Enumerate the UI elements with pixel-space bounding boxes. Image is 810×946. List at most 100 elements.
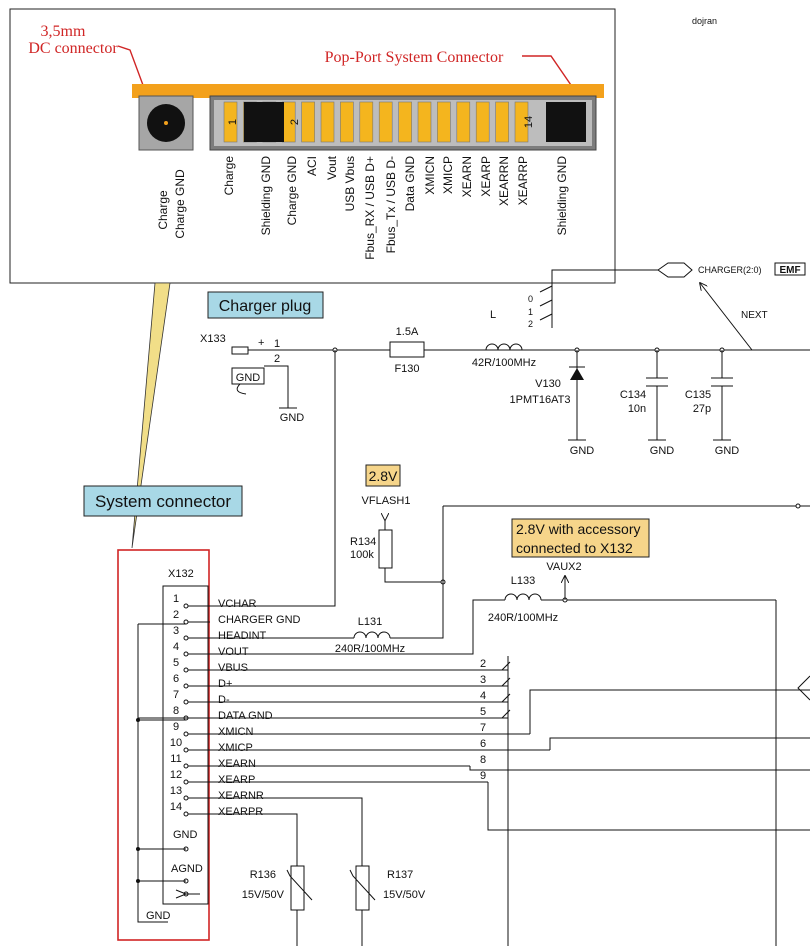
- bus-number: 9: [480, 770, 486, 782]
- v28-accessory-line1: 2.8V with accessory: [516, 521, 641, 537]
- gnd-c134: GND: [650, 445, 675, 457]
- x132-pin-contact: [183, 763, 189, 769]
- popport-pin-label: Shielding GND: [259, 156, 273, 236]
- l133-inductor: [504, 593, 542, 601]
- l133-value: 240R/100MHz: [488, 612, 558, 624]
- gnd-x133: GND: [280, 412, 305, 424]
- bus-number: 5: [480, 706, 486, 718]
- x132-pin-number: 14: [170, 801, 182, 813]
- pin-contact: [340, 101, 354, 143]
- l133-ref: L133: [511, 575, 535, 587]
- pin-contact: [495, 101, 509, 143]
- x132-pin-name: XMICN: [218, 726, 254, 738]
- x132-pin-contact: [183, 699, 189, 705]
- x132-gnd-outer: GND: [146, 910, 171, 922]
- r134-resistor: [378, 529, 393, 569]
- x132-pin-contact: [183, 747, 189, 753]
- charger-bus-port: [657, 262, 693, 278]
- x132-pin-number: 5: [173, 657, 179, 669]
- popport-pin-label: XEARN: [460, 156, 474, 197]
- c135-value: 27p: [693, 403, 711, 415]
- x132-pin-contact: [183, 619, 189, 625]
- bus-number: 6: [480, 738, 486, 750]
- x132-pin-contact: [183, 651, 189, 657]
- x132-pin-number: 2: [173, 609, 179, 621]
- v28-callout: [365, 464, 401, 487]
- pin-contact: [398, 101, 412, 143]
- x132-pin-name: VBUS: [218, 662, 248, 674]
- fuse-ref: F130: [394, 363, 419, 375]
- x133-pin1-symbol: [231, 346, 249, 355]
- x132-pin-contact: [183, 795, 189, 801]
- next-label: NEXT: [741, 310, 768, 321]
- c134-ref: C134: [620, 389, 646, 401]
- bus-number: 3: [480, 674, 486, 686]
- gnd-c135: GND: [715, 445, 740, 457]
- x132-pin-name: D-: [218, 694, 230, 706]
- x132-pin-name: XMICP: [218, 742, 253, 754]
- pin-contact: [301, 101, 315, 143]
- bus-tap-1: 1: [528, 307, 533, 317]
- pin-tag-2: 2: [289, 119, 301, 125]
- r134-ref: R134: [350, 536, 376, 548]
- x132-pin-name: XEARPR: [218, 806, 263, 818]
- c135-ref: C135: [685, 389, 711, 401]
- r137-value: 15V/50V: [383, 889, 426, 901]
- x132-pin-number: 9: [173, 721, 179, 733]
- popport-pin-label: XMICN: [423, 156, 437, 195]
- x133-pin2: 2: [274, 353, 280, 365]
- popport-pin-label: Charge: [222, 156, 236, 196]
- x132-pin-contact: [183, 683, 189, 689]
- diode-part: 1PMT16AT3: [510, 394, 571, 406]
- inductor-l-label: L: [490, 309, 496, 321]
- dc-pin-charge-gnd: Charge GND: [173, 169, 187, 239]
- x132-pin-number: 11: [170, 753, 181, 765]
- x132-pin-number: 1: [173, 593, 179, 605]
- system-connector-highlight: [117, 549, 210, 941]
- x132-pin-name: VOUT: [218, 646, 249, 658]
- inductor-value: 42R/100MHz: [472, 357, 536, 369]
- x133-pin1: 1: [274, 338, 280, 350]
- x132-pin-name: CHARGER GND: [218, 614, 301, 626]
- inductor-l: [485, 343, 523, 351]
- pin-contact: [475, 101, 490, 143]
- r134-value: 100k: [350, 549, 374, 561]
- popport-pin-label: XEARRP: [516, 156, 530, 205]
- x132-pin-contact: [183, 731, 189, 737]
- x132-pin-name: XEARN: [218, 758, 256, 770]
- charger-plug-callout: [207, 291, 324, 319]
- gnd-v130: GND: [570, 445, 595, 457]
- watermark: dojran: [692, 16, 717, 26]
- x132-pin-number: 6: [173, 673, 179, 685]
- popport-pin-label: XEARRN: [497, 156, 511, 206]
- x133-label: X133: [200, 333, 226, 345]
- x132-pin-contact: [183, 779, 189, 785]
- x132-gnd-inner: GND: [173, 829, 198, 841]
- x132-pin-name: HEADINT: [218, 630, 267, 642]
- popport-pin-label: Fbus_Tx / USB D-: [384, 156, 398, 253]
- popport-label: Pop-Port System Connector: [325, 49, 504, 66]
- l131-inductor: [353, 631, 391, 639]
- x132-body: [162, 585, 209, 905]
- x132-pin-number: 8: [173, 705, 179, 717]
- x132-pin-number: 3: [173, 625, 179, 637]
- emf-label: EMF: [779, 265, 800, 276]
- pin-contact: [456, 101, 471, 143]
- charger-bus-label: CHARGER(2:0): [698, 265, 762, 275]
- pin-tag-1: 1: [227, 119, 239, 125]
- gnd-box: [231, 367, 265, 385]
- charger-section: X133 + 1 2 GND GND 1.5A F130 L 42R/100MH…: [200, 262, 810, 457]
- bus-tap-0: 0: [528, 294, 533, 304]
- r137-varistor: [355, 865, 370, 911]
- v28-accessory-line2: connected to X132: [516, 540, 633, 556]
- r136-varistor: [290, 865, 305, 911]
- r136-ref: R136: [250, 869, 276, 881]
- pin-contact: [417, 101, 432, 143]
- x132-pin-contact: [183, 635, 189, 641]
- popport-pin-label: ACI: [305, 156, 319, 176]
- c134-value: 10n: [628, 403, 646, 415]
- popport-pin-label: XEARP: [479, 156, 493, 197]
- x132-pin-contact: [183, 811, 189, 817]
